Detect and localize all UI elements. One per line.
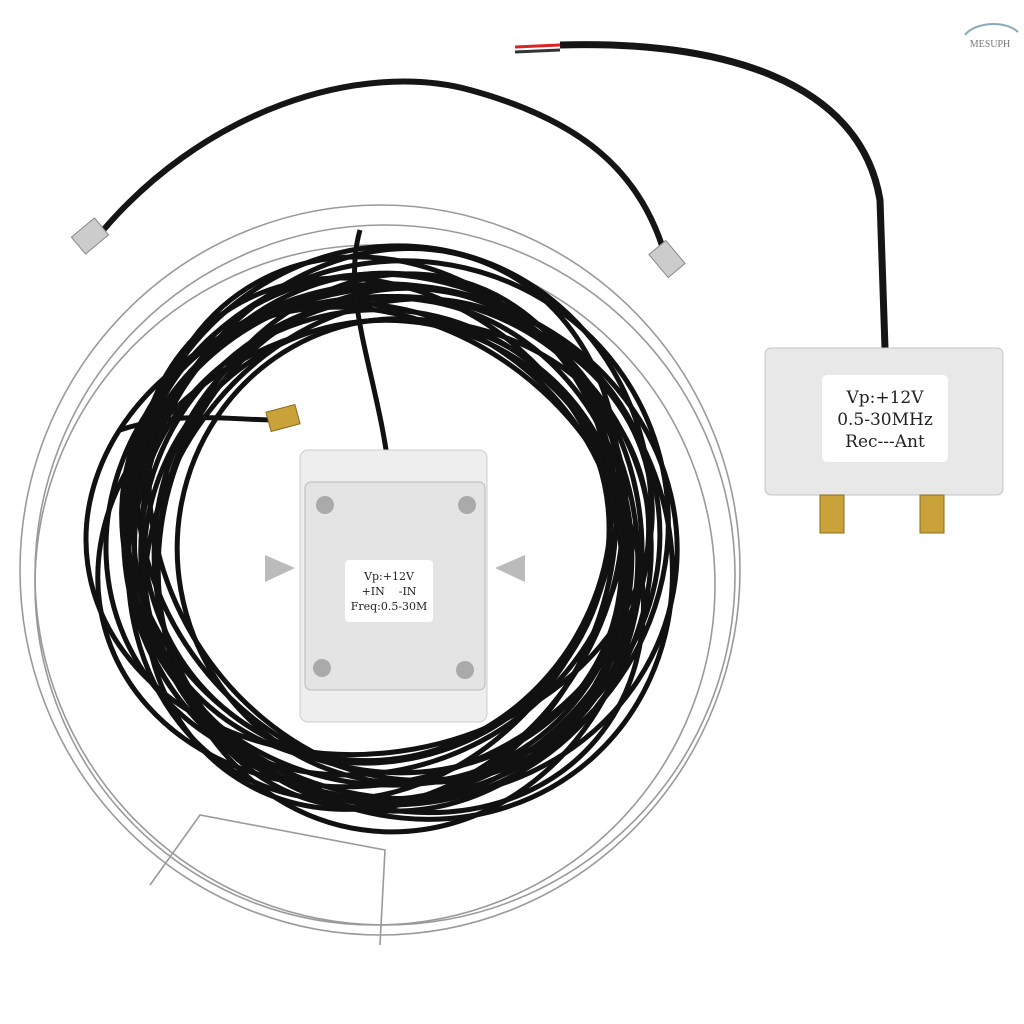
wing-nut-left-icon xyxy=(265,555,295,582)
power-label-line: 0.5-30MHz xyxy=(837,410,933,430)
screw-icon xyxy=(458,496,476,514)
power-injector-box: Vp:+12V 0.5-30MHz Rec---Ant xyxy=(764,347,1004,534)
cable-turn xyxy=(103,281,629,778)
amplifier-box: Vp:+12V +IN -IN Freq:0.5-30M xyxy=(265,229,525,723)
sma-port-ant xyxy=(919,494,945,534)
wire-loop xyxy=(19,204,741,946)
coiled-cable xyxy=(83,243,680,835)
svg-text:MESUPH: MESUPH xyxy=(970,39,1011,50)
cable-turn xyxy=(151,295,635,814)
cable-turn xyxy=(155,271,619,811)
power-cable xyxy=(514,41,889,349)
amplifier-label-line: +IN -IN xyxy=(362,585,417,598)
sma-port-rec xyxy=(819,494,845,534)
screw-icon xyxy=(456,661,474,679)
power-label-line: Rec---Ant xyxy=(845,432,925,452)
brand-watermark: MESUPH xyxy=(964,23,1019,50)
cable-turn xyxy=(132,307,612,766)
amplifier-label xyxy=(345,560,433,622)
amplifier-label-line: Vp:+12V xyxy=(363,570,415,583)
sma-connector-right xyxy=(648,239,686,279)
screw-icon xyxy=(316,496,334,514)
sma-jumper-cable xyxy=(70,78,686,279)
sma-connector-gold xyxy=(265,403,301,433)
screw-icon xyxy=(313,659,331,677)
cable-turn xyxy=(95,316,652,790)
amplifier-label-line: Freq:0.5-30M xyxy=(351,600,428,613)
wing-nut-right-icon xyxy=(495,555,525,582)
power-label-line: Vp:+12V xyxy=(845,388,924,408)
power-box-label xyxy=(822,375,948,462)
sma-connector-left xyxy=(70,217,110,255)
